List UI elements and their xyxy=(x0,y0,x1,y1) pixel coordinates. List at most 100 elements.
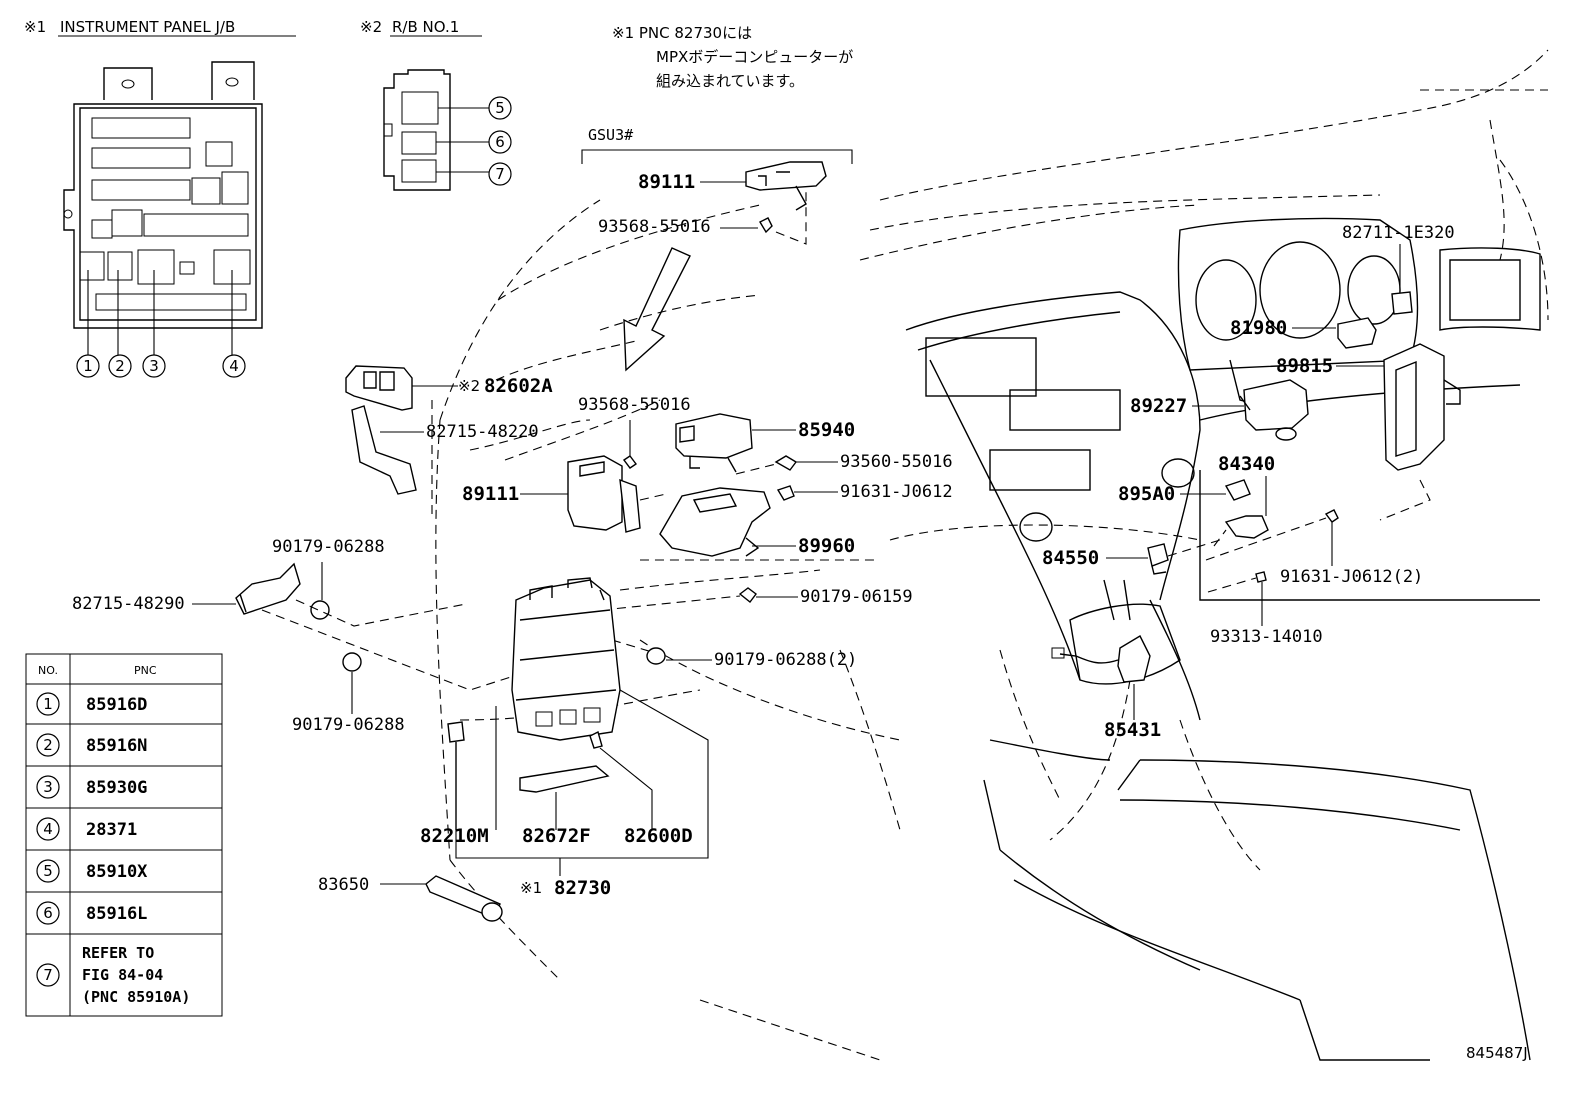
group-82730-bracket xyxy=(455,689,709,876)
location-arrow xyxy=(623,247,691,372)
rb-callouts: 5 6 7 xyxy=(488,96,512,186)
jb-header-title: INSTRUMENT PANEL J/B xyxy=(60,18,235,36)
label-90179-06159: 90179-06159 xyxy=(800,587,913,607)
part-81980 xyxy=(1292,317,1377,349)
label-89111-top: 89111 xyxy=(638,171,695,193)
part-84550 xyxy=(1106,539,1221,575)
part-82715-48220 xyxy=(351,400,433,520)
table-header-no: NO. xyxy=(38,664,58,677)
part-85431 xyxy=(1051,635,1151,720)
screw-93568-b xyxy=(622,420,638,469)
gsu3-bracket: GSU3# xyxy=(581,126,853,164)
callout-2: 2 xyxy=(115,357,125,375)
clip-90179-06288-b xyxy=(342,652,362,714)
part-89227 xyxy=(1192,379,1309,441)
table-row-no: 5 xyxy=(43,862,53,880)
label-93560-55016: 93560-55016 xyxy=(840,452,953,472)
part-89960 xyxy=(659,487,796,557)
jb-header: ※1 INSTRUMENT PANEL J/B xyxy=(24,18,296,37)
table-row-no: 4 xyxy=(43,820,53,838)
label-84340: 84340 xyxy=(1218,453,1275,475)
table-row-ref-line1: REFER TO xyxy=(82,944,154,962)
table-row-pnc: 85930G xyxy=(86,778,147,798)
table-row-no: 2 xyxy=(43,736,53,754)
label-82730: 82730 xyxy=(554,877,611,899)
table-row-ref-line2: FIG 84-04 xyxy=(82,966,163,984)
pnc-table: NO. PNC 1 85916D 2 85916N 3 85930G 4 283… xyxy=(25,653,223,1017)
jb-callouts: 1 2 3 4 xyxy=(76,354,246,378)
japanese-note: ※1 PNC 82730には MPXボデーコンピューターが 組み込まれています。 xyxy=(612,24,853,90)
table-row-pnc: 28371 xyxy=(86,820,137,840)
part-85940 xyxy=(675,413,796,473)
table-row-ref-line3: (PNC 85910A) xyxy=(82,988,190,1006)
part-82711-1e320 xyxy=(1391,244,1413,315)
label-82672f: 82672F xyxy=(522,825,591,847)
part-84340 xyxy=(1213,476,1269,547)
callout-4: 4 xyxy=(229,357,239,375)
label-93568-55016-b: 93568-55016 xyxy=(578,395,691,415)
label-93313-14010: 93313-14010 xyxy=(1210,627,1323,647)
part-82602a xyxy=(345,365,458,411)
clip-90179-06288-2 xyxy=(611,639,712,665)
table-row-pnc: 85916L xyxy=(86,904,147,924)
part-89111-top xyxy=(700,161,827,245)
part-82715-48290 xyxy=(192,562,515,691)
screw-93560 xyxy=(735,455,838,475)
table-header-pnc: PNC xyxy=(134,664,157,677)
callout-6: 6 xyxy=(495,133,505,151)
label-82715-48220: 82715-48220 xyxy=(426,422,539,442)
callout-7: 7 xyxy=(495,165,505,183)
table-row-no: 6 xyxy=(43,904,53,922)
label-84550: 84550 xyxy=(1042,547,1099,569)
label-895a0: 895A0 xyxy=(1118,483,1175,505)
part-82672f xyxy=(519,765,610,830)
variant-label: GSU3# xyxy=(588,126,633,144)
table-row-no: 3 xyxy=(43,778,53,796)
label-91631-j0612: 91631-J0612 xyxy=(840,482,953,502)
label-82602a: 82602A xyxy=(484,375,553,397)
label-81980: 81980 xyxy=(1230,317,1287,339)
part-82210m xyxy=(447,706,497,830)
clip-90179-06288-a xyxy=(295,562,467,627)
table-row-pnc: 85916D xyxy=(86,695,147,715)
jb-header-mark: ※1 xyxy=(24,18,46,36)
label-82210m: 82210M xyxy=(420,825,489,847)
label-82715-48290: 82715-48290 xyxy=(72,594,185,614)
note-line-3: 組み込まれています。 xyxy=(656,72,804,90)
table-row-no: 7 xyxy=(43,966,53,984)
rb-header: ※2 R/B NO.1 xyxy=(360,18,482,37)
part-89815 xyxy=(1336,343,1461,521)
table-row-pnc: 85910X xyxy=(86,862,148,882)
label-83650: 83650 xyxy=(318,875,369,895)
clip-90179-06159 xyxy=(601,587,798,611)
label-93568-55016-a: 93568-55016 xyxy=(598,217,711,237)
part-82600d xyxy=(589,730,653,830)
instrument-panel-jb-drawing xyxy=(63,61,263,356)
rb-no1-drawing xyxy=(383,69,490,191)
label-90179-06288-2: 90179-06288(2) xyxy=(714,650,857,670)
part-labels: 89111 93568-55016 82711-1E320 81980 8981… xyxy=(72,171,1528,1062)
part-83650 xyxy=(380,875,503,922)
instrument-cluster xyxy=(1177,217,1541,601)
label-89111-mid: 89111 xyxy=(462,483,519,505)
table-row-pnc: 85916N xyxy=(86,736,147,756)
label-89815: 89815 xyxy=(1276,355,1333,377)
label-82730-mark: ※1 xyxy=(520,879,542,897)
label-82600d: 82600D xyxy=(624,825,693,847)
dashboard-outline xyxy=(435,49,1549,1061)
callout-5: 5 xyxy=(495,99,505,117)
note-line-1: ※1 PNC 82730には xyxy=(612,24,752,42)
label-82711-1e320: 82711-1E320 xyxy=(1342,223,1455,243)
label-82602a-mark: ※2 xyxy=(458,377,480,395)
table-row-no: 1 xyxy=(43,695,53,713)
center-console xyxy=(905,291,1531,1061)
screw-91631-j0612 xyxy=(776,485,838,501)
label-90179-06288-b: 90179-06288 xyxy=(292,715,405,735)
callout-1: 1 xyxy=(83,357,93,375)
screw-93313-14010 xyxy=(1207,571,1267,626)
screw-93568-a xyxy=(720,217,773,234)
part-895a0 xyxy=(1180,479,1251,501)
part-89111-mid xyxy=(520,455,667,533)
